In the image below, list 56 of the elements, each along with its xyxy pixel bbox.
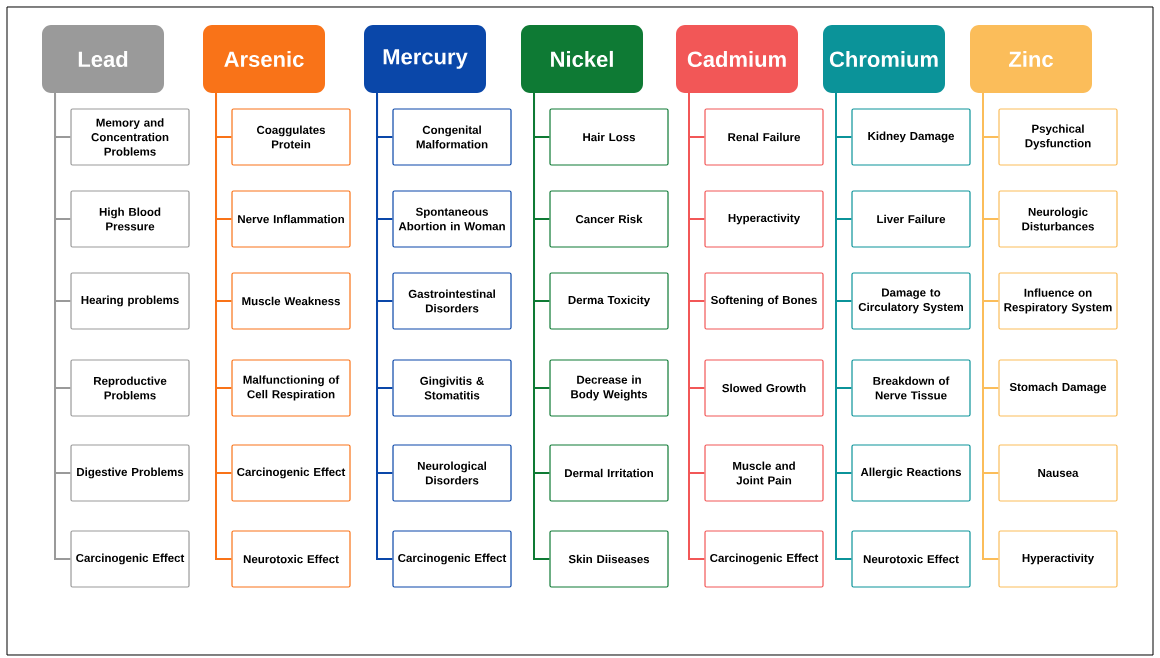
effect-box: High Blood Pressure (70, 190, 190, 248)
effect-box: Kidney Damage (851, 108, 971, 166)
category-box: Nickel (521, 25, 643, 93)
effect-box: Carcinogenic Effect (70, 530, 190, 588)
effect-box: Gastrointestinal Disorders (392, 272, 512, 330)
connector-line (835, 92, 853, 560)
connector-line (533, 92, 551, 560)
effect-box: Digestive Problems (70, 444, 190, 502)
effect-box: Hyperactivity (998, 530, 1118, 588)
effect-box: Softening of Bones (704, 272, 824, 330)
effect-box: Cancer Risk (549, 190, 669, 248)
effect-box: Decrease in Body Weights (549, 359, 669, 417)
effect-box: Nerve Inflammation (231, 190, 351, 248)
category-box: Chromium (823, 25, 945, 93)
effect-box: Allergic Reactions (851, 444, 971, 502)
effect-box: Slowed Growth (704, 359, 824, 417)
effect-box: Neurological Disorders (392, 444, 512, 502)
effect-box: Hearing problems (70, 272, 190, 330)
connector-line (982, 92, 1000, 560)
effect-box: Dermal Irritation (549, 444, 669, 502)
category-box: Zinc (970, 25, 1092, 93)
effect-box: Stomach Damage (998, 359, 1118, 417)
effect-box: Neurotoxic Effect (231, 530, 351, 588)
effect-box: Carcinogenic Effect (231, 444, 351, 502)
connector-line (54, 92, 72, 560)
effect-box: Nausea (998, 444, 1118, 502)
effect-box: Memory and Concentration Problems (70, 108, 190, 166)
connector-line (376, 92, 394, 560)
effect-box: Muscle and Joint Pain (704, 444, 824, 502)
effect-box: Breakdown of Nerve Tissue (851, 359, 971, 417)
effect-box: Malfunctioning of Cell Respiration (231, 359, 351, 417)
effect-box: Influence on Respiratory System (998, 272, 1118, 330)
effect-box: Gingivitis & Stomatitis (392, 359, 512, 417)
category-box: Cadmium (676, 25, 798, 93)
effect-box: Derma Toxicity (549, 272, 669, 330)
category-box: Arsenic (203, 25, 325, 93)
effect-box: Neurologic Disturbances (998, 190, 1118, 248)
effect-box: Reproductive Problems (70, 359, 190, 417)
effect-box: Damage to Circulatory System (851, 272, 971, 330)
category-box: Mercury (364, 25, 486, 93)
effect-box: Carcinogenic Effect (392, 530, 512, 588)
effect-box: Renal Failure (704, 108, 824, 166)
category-box: Lead (42, 25, 164, 93)
effect-box: Spontaneous Abortion in Woman (392, 190, 512, 248)
effect-box: Neurotoxic Effect (851, 530, 971, 588)
effect-box: Hyperactivity (704, 190, 824, 248)
effect-box: Hair Loss (549, 108, 669, 166)
effect-box: Liver Failure (851, 190, 971, 248)
effect-box: Congenital Malformation (392, 108, 512, 166)
effect-box: Skin Diiseases (549, 530, 669, 588)
effect-box: Coaggulates Protein (231, 108, 351, 166)
effect-box: Muscle Weakness (231, 272, 351, 330)
connector-line (215, 92, 233, 560)
connector-line (688, 92, 706, 560)
effect-box: Carcinogenic Effect (704, 530, 824, 588)
effect-box: Psychical Dysfunction (998, 108, 1118, 166)
